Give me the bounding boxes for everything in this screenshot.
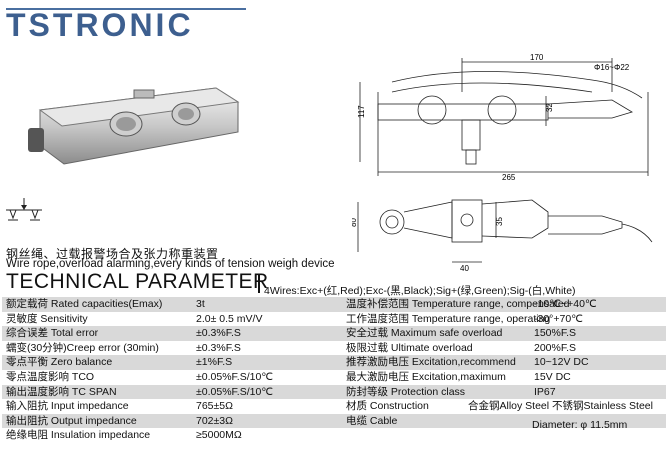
dim-phi: Φ16~Φ22 (594, 63, 630, 72)
param-value: 150%F.S (534, 327, 577, 340)
param-label: 零点温度影响 TCO (6, 370, 95, 383)
param-value: ±0.3%F.S (196, 327, 241, 340)
table-row: 输出温度影响 TC SPAN ±0.05%F.S/10℃ 防封等级 Protec… (2, 384, 666, 400)
load-direction-icon (4, 196, 44, 228)
param-value: 765±5Ω (196, 400, 233, 413)
param-value: 3t (196, 298, 205, 310)
param-value: Diameter: φ 11.5mm (532, 418, 628, 431)
brand-logo: TSTRONIC (6, 4, 246, 43)
param-label: 额定载荷 Rated capacities(Emax) (6, 298, 163, 310)
param-value: 2.0± 0.5 mV/V (196, 312, 263, 325)
application-caption-en: Wire rope,overload alarming,every kinds … (6, 258, 335, 270)
dim-170: 170 (530, 53, 544, 62)
table-row: 零点平衡 Zero balance ±1%F.S 推荐激励电压 Excitati… (2, 355, 666, 370)
table-row: 综合误差 Total error ±0.3%F.S 安全过载 Maximum s… (2, 326, 666, 341)
param-value: 15V DC (534, 370, 571, 383)
logo-text: TSTRONIC (6, 7, 194, 42)
param-label: 安全过载 Maximum safe overload (346, 327, 503, 340)
param-label: 推荐激励电压 Excitation,recommend (346, 356, 516, 369)
dim-32: 32 (545, 103, 554, 112)
param-value: 200%F.S (534, 341, 577, 354)
param-label: 绝缘电阻 Insulation impedance (6, 429, 151, 442)
table-row: 额定载荷 Rated capacities(Emax) 3t 温度补偿范围 Te… (2, 297, 666, 312)
product-photo (26, 80, 246, 176)
param-label: 电缆 Cable (346, 414, 398, 427)
param-value: IP67 (534, 385, 556, 398)
table-row: 输入阻抗 Input impedance 765±5Ω 材质 Construct… (2, 399, 666, 414)
param-value: ±0.05%F.S/10℃ (196, 385, 274, 398)
param-label: 综合误差 Total error (6, 327, 99, 340)
param-label: 输入阻抗 Input impedance (6, 400, 129, 413)
param-label: 蠕变(30分钟)Creep error (30min) (6, 341, 159, 354)
param-label: 输出阻抗 Output impedance (6, 414, 137, 427)
param-label: 灵敏度 Sensitivity (6, 312, 88, 325)
param-label: 材质 Construction (346, 400, 429, 413)
param-label: 防封等级 Protection class (346, 385, 466, 398)
section-title: TECHNICAL PARAMETER (6, 270, 269, 293)
table-row: 灵敏度 Sensitivity 2.0± 0.5 mV/V 工作温度范围 Tem… (2, 312, 666, 327)
dim-40: 40 (460, 264, 469, 273)
param-label: 极限过载 Ultimate overload (346, 341, 473, 354)
param-value: ±0.3%F.S (196, 341, 241, 354)
dim-117: 117 (357, 105, 366, 118)
table-row: 输出阻抗 Output impedance 702±3Ω 电缆 Cable Di… (2, 413, 666, 431)
param-label: 最大激励电压 Excitation,maximum (346, 370, 506, 383)
param-value: -30°+70℃ (534, 312, 583, 325)
parameter-table: 额定载荷 Rated capacities(Emax) 3t 温度补偿范围 Te… (2, 297, 666, 443)
application-caption-cn: 钢丝绳、过载报警场合及张力称重装置 (6, 247, 219, 261)
param-value: 702±3Ω (196, 414, 233, 427)
dim-265: 265 (502, 173, 516, 182)
param-label: 温度补偿范围 Temperature range, compensated (346, 298, 570, 310)
dim-80: 80 (352, 218, 358, 227)
param-value: ±0.05%F.S/10℃ (196, 370, 274, 383)
table-row: 零点温度影响 TCO ±0.05%F.S/10℃ 最大激励电压 Excitati… (2, 370, 666, 385)
param-value: ±1%F.S (196, 356, 233, 369)
param-value: 合金钢Alloy Steel 不锈钢Stainless Steel (468, 400, 653, 413)
wiring-info: 4Wires:Exc+(红,Red);Exc-(黑,Black);Sig+(绿,… (264, 285, 576, 297)
table-row: 蠕变(30分钟)Creep error (30min) ±0.3%F.S 极限过… (2, 341, 666, 356)
param-value: 10~12V DC (534, 356, 589, 369)
param-label: 零点平衡 Zero balance (6, 356, 113, 369)
table-row: 绝缘电阻 Insulation impedance ≥5000MΩ (2, 428, 666, 443)
param-value: ≥5000MΩ (196, 429, 242, 442)
param-value: -10℃~+40℃ (534, 298, 597, 310)
param-label: 工作温度范围 Temperature range, operating (346, 312, 551, 325)
technical-drawing: 170 117 32 265 80 35 40 Φ16~Φ22 (349, 52, 662, 280)
title-divider (258, 274, 260, 293)
dim-35: 35 (495, 217, 504, 226)
param-label: 输出温度影响 TC SPAN (6, 385, 117, 398)
